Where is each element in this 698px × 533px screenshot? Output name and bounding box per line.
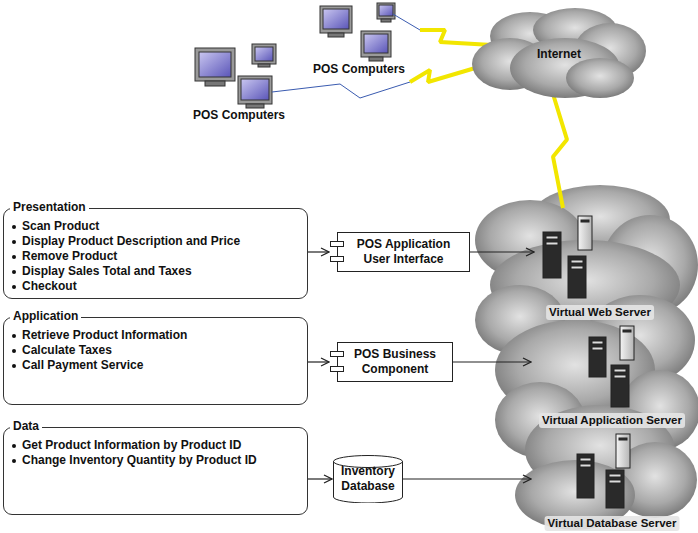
connector	[308, 478, 332, 479]
bullet-item: Call Payment Service	[22, 358, 143, 373]
bullet-list: Get Product Information by Product IDCha…	[4, 428, 307, 468]
component-box: POS Application User Interface	[330, 232, 470, 272]
bullet-dot	[12, 459, 16, 463]
bullet-item: Retrieve Product Information	[22, 328, 187, 343]
layer-box: DataGet Product Information by Product I…	[3, 427, 308, 515]
bullet-row: Call Payment Service	[4, 358, 307, 373]
connector	[470, 251, 534, 252]
bullet-dot	[12, 334, 16, 338]
component-box: POS Business Component	[330, 342, 453, 382]
device-label: POS Computers	[193, 108, 285, 123]
bullet-item: Calculate Taxes	[22, 343, 112, 358]
server-label: Virtual Web Server	[546, 305, 654, 320]
bullet-dot	[12, 444, 16, 448]
bullet-dot	[12, 240, 16, 244]
network-link	[272, 14, 492, 98]
bullet-dot	[12, 255, 16, 259]
pos-computers	[195, 44, 276, 108]
server-label: Virtual Application Server	[539, 413, 685, 428]
bullet-item: Checkout	[22, 279, 77, 294]
layer-box: PresentationScan ProductDisplay Product …	[3, 208, 308, 299]
connector	[403, 478, 531, 479]
server-group: Virtual Database Server	[532, 433, 692, 531]
bullet-row: Change Inventory Quantity by Product ID	[4, 453, 307, 468]
component-body: POS Application User Interface	[337, 232, 470, 272]
bullet-row: Calculate Taxes	[4, 343, 307, 358]
component-tab	[330, 241, 344, 247]
server-group: Virtual Web Server	[535, 212, 665, 320]
bullet-dot	[12, 364, 16, 368]
bullet-item: Scan Product	[22, 219, 99, 234]
server-cloud	[475, 185, 698, 530]
server-label: Virtual Database Server	[545, 516, 680, 531]
bullet-list: Scan ProductDisplay Product Description …	[4, 209, 307, 294]
pos-computers	[320, 3, 395, 61]
bullet-row: Remove Product	[4, 249, 307, 264]
bullet-row: Scan Product	[4, 219, 307, 234]
database-cylinder: Inventory Database	[333, 455, 403, 503]
component-body: POS Business Component	[337, 342, 453, 382]
bullet-dot	[12, 349, 16, 353]
component-label: POS Application User Interface	[342, 237, 465, 267]
bullet-item: Change Inventory Quantity by Product ID	[22, 453, 257, 468]
connector	[553, 94, 567, 208]
connector	[453, 361, 531, 362]
network-cloud: Internet	[470, 6, 648, 102]
bullet-list: Retrieve Product InformationCalculate Ta…	[4, 318, 307, 373]
bullet-item: Get Product Information by Product ID	[22, 438, 241, 453]
bullet-dot	[12, 285, 16, 289]
bullet-dot	[12, 225, 16, 229]
connector	[308, 361, 329, 362]
layer-heading: Application	[10, 309, 81, 324]
server-towers	[543, 216, 634, 508]
cloud-label: Internet	[537, 47, 581, 62]
layer-heading: Data	[10, 419, 42, 434]
cloud-text-holder: Internet	[470, 6, 648, 102]
connector	[308, 251, 329, 252]
server-group: Virtual Application Server	[532, 324, 692, 428]
device-label: POS Computers	[313, 62, 405, 77]
component-label: POS Business Component	[342, 347, 448, 377]
bullet-row: Display Sales Total and Taxes	[4, 264, 307, 279]
layer-box: ApplicationRetrieve Product InformationC…	[3, 317, 308, 405]
bullet-row: Get Product Information by Product ID	[4, 438, 307, 453]
bullet-item: Remove Product	[22, 249, 117, 264]
component-tab	[330, 366, 344, 372]
bullet-row: Checkout	[4, 279, 307, 294]
bullet-item: Display Product Description and Price	[22, 234, 240, 249]
bullet-item: Display Sales Total and Taxes	[22, 264, 192, 279]
bullet-row: Retrieve Product Information	[4, 328, 307, 343]
component-tab	[330, 256, 344, 262]
layer-heading: Presentation	[10, 200, 89, 215]
bullet-row: Display Product Description and Price	[4, 234, 307, 249]
bullet-dot	[12, 270, 16, 274]
db-text-holder: Inventory Database	[333, 455, 403, 503]
database-label: Inventory Database	[333, 464, 403, 494]
component-tab	[330, 351, 344, 357]
